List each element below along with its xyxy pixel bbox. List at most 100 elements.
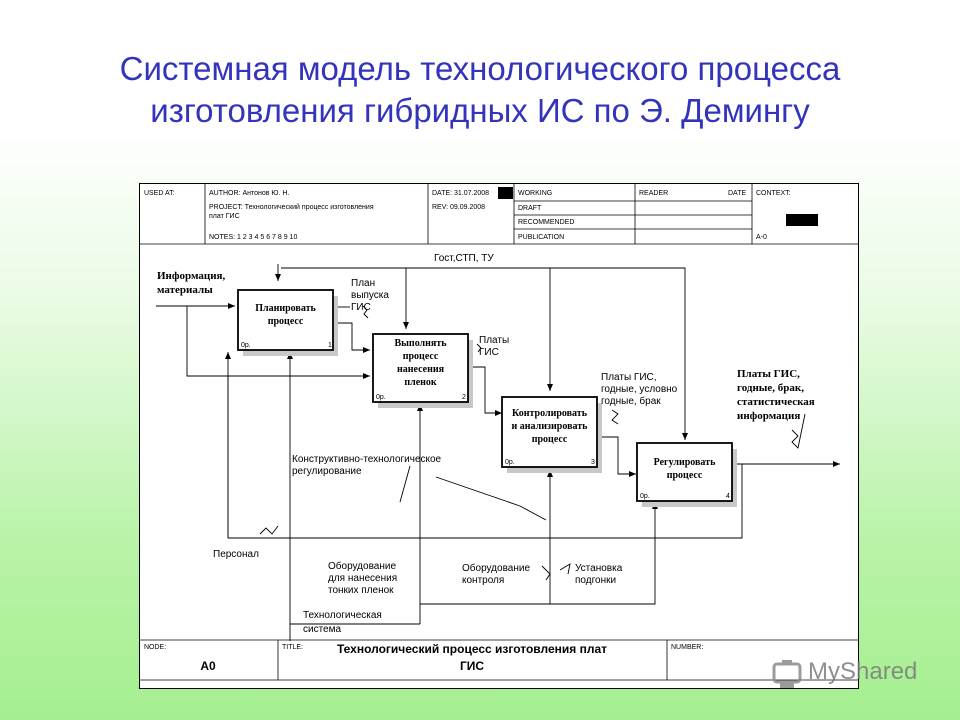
author-text: AUTHOR: Антонов Ю. Н. bbox=[209, 190, 289, 197]
footer-title-label: TITLE: bbox=[282, 644, 303, 651]
slide-title-line-1: Системная модель технологического процес… bbox=[119, 50, 841, 87]
box-4-cost: 0р. bbox=[640, 493, 650, 500]
box-1-label-1: Планировать bbox=[255, 303, 316, 314]
box-2-cost: 0р. bbox=[376, 394, 386, 401]
box-1-cost: 0р. bbox=[241, 342, 251, 349]
label-gost: Гост,СТП, ТУ bbox=[434, 253, 494, 264]
box-3-cost: 0р. bbox=[505, 459, 515, 466]
tilde-setup bbox=[559, 563, 571, 575]
label-equip-1: Оборудование bbox=[328, 560, 396, 572]
status-draft: DRAFT bbox=[518, 205, 542, 212]
label-output-1: Платы ГИС, bbox=[737, 368, 800, 380]
watermark-text: MyShared bbox=[808, 658, 918, 685]
status-working: WORKING bbox=[518, 190, 552, 197]
working-marker bbox=[498, 187, 513, 199]
arrow-feedback-branch bbox=[187, 375, 229, 538]
tilde-output bbox=[791, 413, 806, 449]
box-3-label-3: процесс bbox=[532, 434, 568, 445]
used-at-label: USED AT: bbox=[144, 190, 175, 197]
label-output-3: статистическая bbox=[737, 396, 815, 408]
box-3-label-1: Контролировать bbox=[512, 408, 588, 419]
arrow-input-main bbox=[156, 305, 370, 379]
activity-box-2: Выполнять процесс нанесения пленок 0р. 2 bbox=[372, 333, 473, 408]
label-plates-1: Платы bbox=[479, 335, 509, 346]
footer-title-2: ГИС bbox=[460, 659, 484, 673]
arrow-plates bbox=[469, 366, 502, 416]
context-marker bbox=[786, 214, 818, 226]
watermark-logo-icon bbox=[772, 660, 802, 688]
arrow-regulation-line bbox=[435, 476, 547, 521]
header-frame bbox=[140, 184, 858, 245]
box-1-label-2: процесс bbox=[268, 316, 304, 327]
label-output-2: годные, брак, bbox=[737, 382, 804, 394]
box-1-number: 1 bbox=[328, 342, 332, 349]
label-regulation-2: регулирование bbox=[292, 466, 362, 477]
reader-label: READER bbox=[639, 190, 668, 197]
project-text-2: плат ГИС bbox=[209, 213, 240, 220]
arrow-plan bbox=[335, 322, 370, 353]
diagram-arrows bbox=[156, 264, 840, 641]
arrow-good-plates bbox=[594, 436, 636, 477]
watermark: MyShared bbox=[770, 656, 930, 692]
tilde-regulation bbox=[399, 465, 411, 503]
footer-node-label: NODE: bbox=[144, 644, 166, 651]
footer-number-label: NUMBER: bbox=[671, 644, 703, 651]
box-3-label-2: и анализировать bbox=[512, 421, 589, 432]
box-3-number: 3 bbox=[591, 459, 595, 466]
box-2-number: 2 bbox=[462, 394, 466, 401]
label-ctrl-1: Оборудование bbox=[462, 562, 530, 574]
label-plan-3: ГИС bbox=[351, 302, 371, 313]
box-4-label-1: Регулировать bbox=[654, 457, 716, 468]
box-2-label-1: Выполнять bbox=[394, 338, 447, 349]
tilde-good bbox=[611, 409, 619, 425]
label-equip-3: тонких пленок bbox=[328, 585, 394, 596]
box-2-label-4: пленок bbox=[404, 377, 437, 388]
tilde-plan bbox=[362, 305, 369, 319]
label-good-1: Платы ГИС, bbox=[601, 372, 657, 383]
label-setup-1: Установка bbox=[575, 563, 623, 574]
label-plan-1: План bbox=[351, 278, 375, 289]
tilde-plates bbox=[476, 343, 482, 353]
rev-text: REV: 09.09.2008 bbox=[432, 204, 485, 211]
label-techsys-2: система bbox=[303, 624, 341, 635]
label-input-1: Информация, bbox=[157, 270, 226, 282]
label-output-4: информация bbox=[737, 410, 800, 422]
tilde-personnel bbox=[259, 525, 279, 535]
slide-title-line-2: изготовления гибридных ИС по Э. Демингу bbox=[150, 92, 810, 129]
status-recommended: RECOMMENDED bbox=[518, 219, 574, 226]
label-plan-2: выпуска bbox=[351, 290, 389, 301]
label-plates-2: ГИС bbox=[479, 347, 499, 358]
activity-box-1: Планировать процесс 0р. 1 bbox=[237, 289, 338, 356]
label-good-2: годные, условно bbox=[601, 384, 678, 395]
arrow-setup-box4 bbox=[550, 502, 658, 605]
context-label: CONTEXT: bbox=[756, 190, 791, 197]
box-2-label-3: нанесения bbox=[397, 364, 445, 375]
arrow-gost-box4 bbox=[281, 267, 688, 440]
idef0-diagram: USED AT: AUTHOR: Антонов Ю. Н. PROJECT: … bbox=[140, 184, 858, 681]
box-2-label-2: процесс bbox=[403, 351, 439, 362]
notes-text: NOTES: 1 2 3 4 5 6 7 8 9 10 bbox=[209, 234, 297, 241]
label-setup-2: подгонки bbox=[575, 575, 616, 586]
context-node: A-0 bbox=[756, 234, 767, 241]
label-ctrl-2: контроля bbox=[462, 575, 504, 586]
label-techsys-1: Технологическая bbox=[303, 610, 382, 621]
activity-box-4: Регулировать процесс 0р. 4 bbox=[636, 442, 737, 507]
date-text: DATE: 31.07.2008 bbox=[432, 190, 489, 197]
box-4-label-2: процесс bbox=[667, 470, 703, 481]
arrow-feedback-bottom bbox=[228, 464, 743, 539]
label-personnel: Персонал bbox=[213, 549, 259, 560]
reader-date-label: DATE bbox=[728, 190, 746, 197]
label-regulation-1: Конструктивно-технологическое bbox=[292, 454, 442, 465]
box-4-number: 4 bbox=[726, 493, 730, 500]
footer-title-1: Технологический процесс изготовления пла… bbox=[337, 642, 607, 656]
label-equip-2: для нанесения bbox=[328, 573, 397, 584]
project-text-1: PROJECT: Технологический процесс изготов… bbox=[209, 203, 374, 211]
status-publication: PUBLICATION bbox=[518, 234, 564, 241]
tilde-ctrl bbox=[541, 565, 551, 581]
label-input-2: материалы bbox=[157, 284, 213, 296]
slide-title: Системная модель технологического процес… bbox=[0, 48, 960, 132]
activity-box-3: Контролировать и анализировать процесс 0… bbox=[501, 396, 602, 473]
footer-frame bbox=[140, 639, 858, 681]
label-good-3: годные, брак bbox=[601, 395, 661, 407]
idef0-diagram-sheet: USED AT: AUTHOR: Антонов Ю. Н. PROJECT: … bbox=[139, 183, 859, 689]
